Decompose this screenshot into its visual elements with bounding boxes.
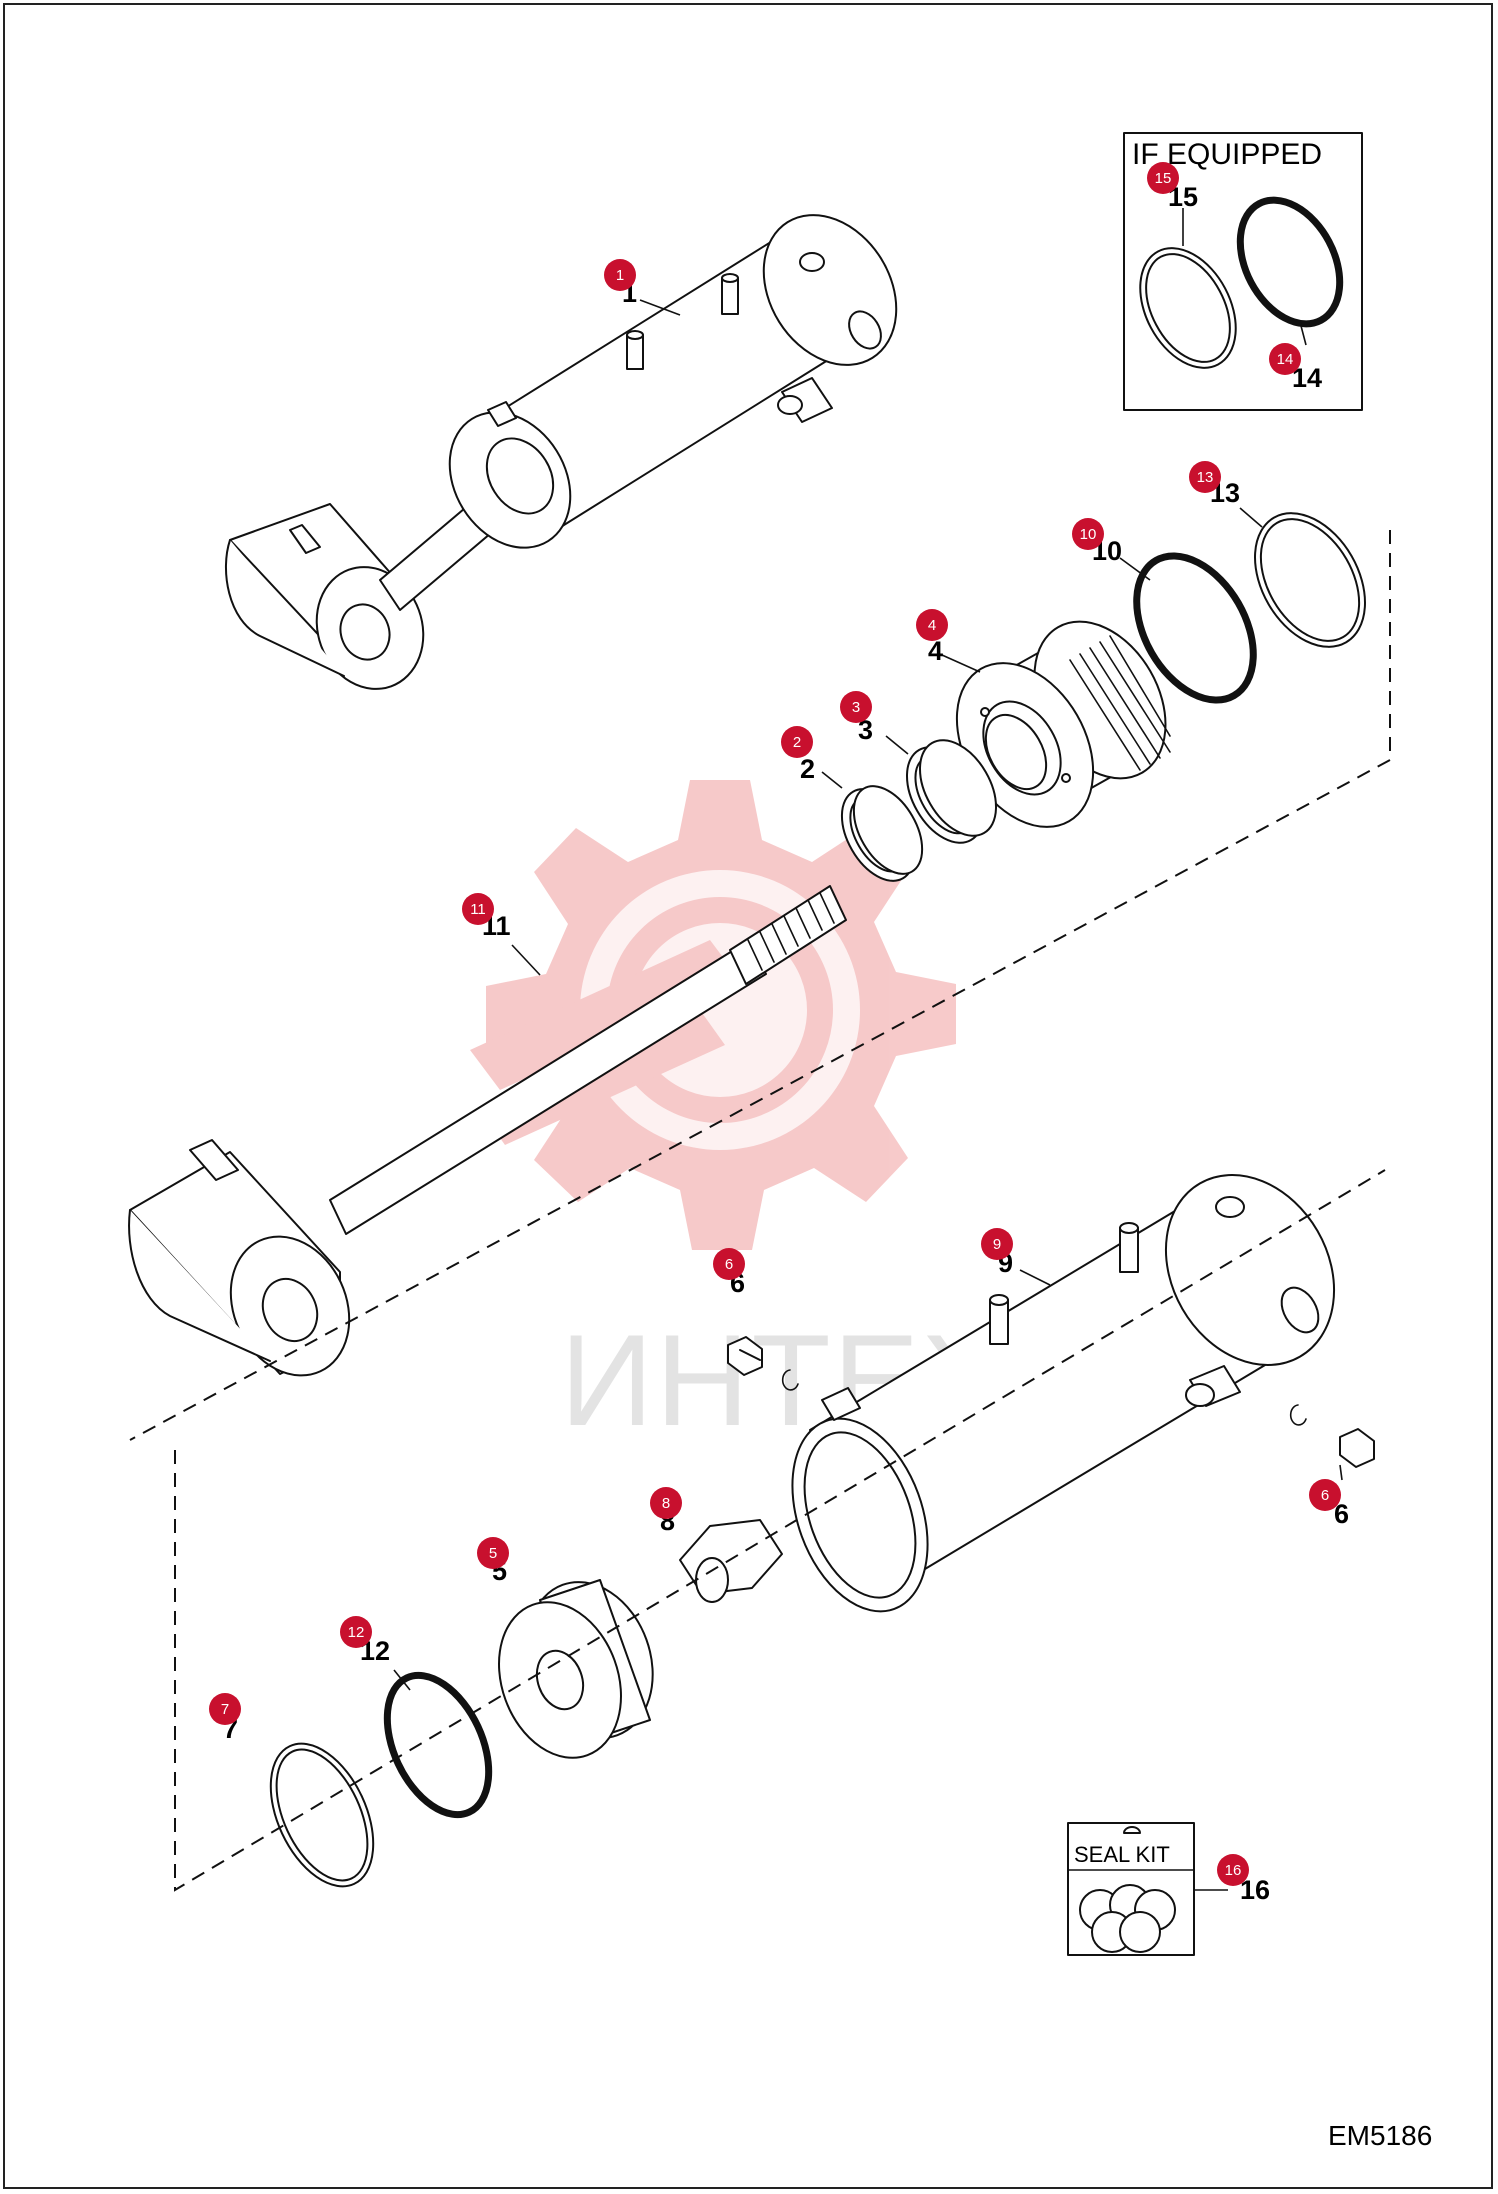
part-number: 3 xyxy=(858,715,873,745)
svg-text:2: 2 xyxy=(793,734,801,751)
badge-4: 4 xyxy=(916,609,948,641)
part-number: 2 xyxy=(800,754,815,784)
badge-9: 9 xyxy=(981,1228,1013,1260)
drawing-frame xyxy=(3,3,1493,2189)
part-number: 6 xyxy=(1334,1499,1349,1529)
svg-text:7: 7 xyxy=(221,1701,229,1718)
fitting-icon xyxy=(727,1336,1375,1468)
gland-parts-icon xyxy=(955,512,1366,828)
badge-1: 1 xyxy=(604,259,636,291)
badge-6b: 6 xyxy=(1309,1479,1341,1511)
svg-text:15: 15 xyxy=(1155,170,1172,187)
svg-text:5: 5 xyxy=(489,1545,497,1562)
badge-10: 10 xyxy=(1072,518,1104,550)
svg-text:13: 13 xyxy=(1197,469,1214,486)
badge-11: 11 xyxy=(462,893,494,925)
badge-14: 14 xyxy=(1269,343,1301,375)
badge-6a: 6 xyxy=(713,1248,745,1280)
badge-markers: 1 2 3 4 5 6 6 7 8 9 10 11 12 13 14 15 16 xyxy=(209,162,1341,1886)
svg-text:14: 14 xyxy=(1277,351,1294,368)
svg-text:8: 8 xyxy=(662,1495,670,1512)
cylinder-assembly-icon xyxy=(224,214,898,690)
svg-text:12: 12 xyxy=(348,1624,365,1641)
badge-2: 2 xyxy=(781,726,813,758)
assembly-path xyxy=(129,530,1391,1892)
seal-rings-icon xyxy=(840,739,997,882)
piston-rod-icon xyxy=(128,885,847,1377)
svg-text:3: 3 xyxy=(852,699,860,716)
watermark-gear-icon xyxy=(470,780,956,1250)
seal-kit-label: SEAL KIT xyxy=(1074,1842,1170,1867)
cylinder-barrel-icon xyxy=(791,1174,1336,1613)
drawing-code: EM5186 xyxy=(1328,2120,1432,2151)
svg-text:11: 11 xyxy=(470,901,486,918)
badge-7: 7 xyxy=(209,1693,241,1725)
part-number: 4 xyxy=(928,636,943,666)
badge-15: 15 xyxy=(1147,162,1179,194)
piston-parts-icon xyxy=(269,1519,783,1888)
svg-text:16: 16 xyxy=(1225,1862,1242,1879)
badge-8: 8 xyxy=(650,1487,682,1519)
badge-12: 12 xyxy=(340,1616,372,1648)
svg-text:4: 4 xyxy=(928,617,936,634)
leader-lines xyxy=(393,299,1343,1691)
svg-text:6: 6 xyxy=(1321,1487,1329,1504)
badge-5: 5 xyxy=(477,1537,509,1569)
seal-kit-icon: SEAL KIT xyxy=(1067,1822,1228,1956)
badge-16: 16 xyxy=(1217,1854,1249,1886)
svg-text:6: 6 xyxy=(725,1256,733,1273)
badge-3: 3 xyxy=(840,691,872,723)
svg-text:10: 10 xyxy=(1080,526,1097,543)
badge-13: 13 xyxy=(1189,461,1221,493)
svg-text:9: 9 xyxy=(993,1236,1001,1253)
svg-text:1: 1 xyxy=(616,267,624,284)
